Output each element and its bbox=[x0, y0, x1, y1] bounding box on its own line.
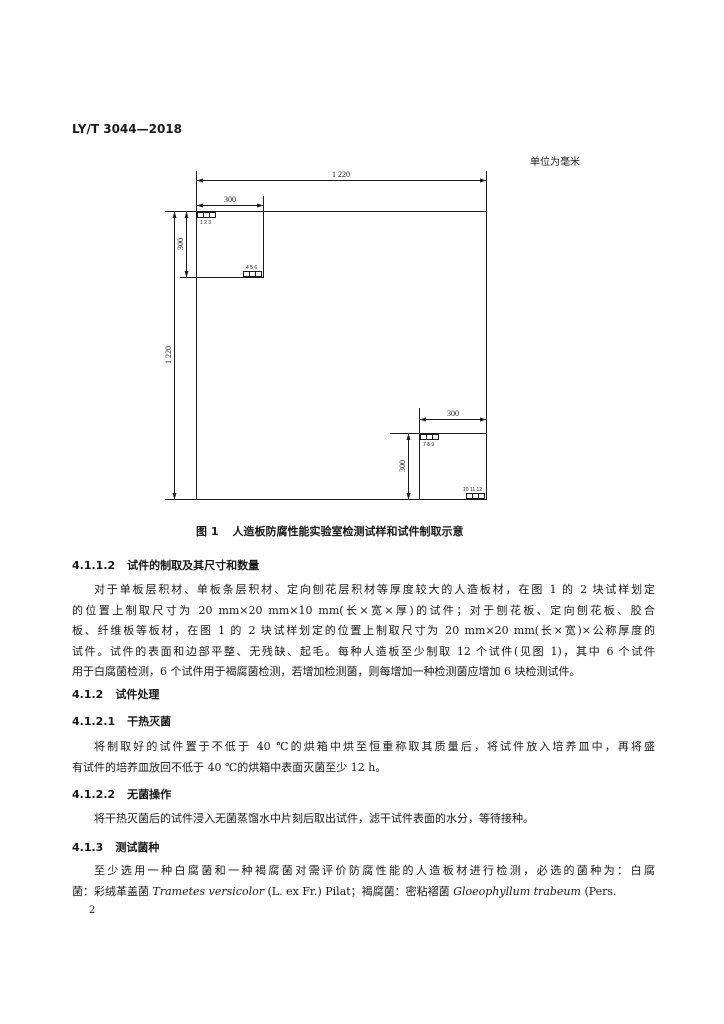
overall-height-label: 1 220 bbox=[164, 346, 173, 364]
block-top-left bbox=[196, 211, 264, 278]
paragraph-line: 的位置上制取尺寸为 20 mm×20 mm×10 mm(长×宽×厚)的试件；对于… bbox=[72, 603, 655, 617]
paragraph-line: 对于单板层积材、单板条层积材、定向刨花层积材等厚度较大的人造板材，在图 1 的 … bbox=[94, 583, 655, 596]
block-height-label-right: 300 bbox=[398, 460, 407, 472]
paragraph-line: 试件。试件的表面和边部平整、无残缺、起毛。每种人造板至少制取 12 个试件(见图… bbox=[72, 644, 655, 658]
paragraph-line: 有试件的培养皿放回不低于 40 ℃的烘箱中表面灭菌至少 12 h。 bbox=[72, 760, 387, 774]
paragraph-4-1-1-2: 对于单板层积材、单板条层积材、定向刨花层积材等厚度较大的人造板材，在图 1 的 … bbox=[72, 580, 655, 683]
specimen-label-1-3: 1 2 3 bbox=[200, 220, 211, 226]
specimen-label-4-6: 4 5 6 bbox=[246, 265, 257, 271]
standard-code: LY/T 3044—2018 bbox=[72, 122, 183, 136]
paragraph-4-1-2-2: 将干热灭菌后的试件浸入无菌蒸馏水中片刻后取出试件，滤干试件表面的水分，等待接种。 bbox=[72, 809, 655, 830]
figure-caption-text: 人造板防腐性能实验室检测试样和试件制取示意 bbox=[232, 525, 464, 538]
specimens-1-3 bbox=[197, 212, 216, 218]
overall-width-label: 1 220 bbox=[332, 170, 350, 179]
unit-note: 单位为毫米 bbox=[530, 157, 580, 168]
block-height-label-left: 300 bbox=[176, 238, 185, 250]
page-number: 2 bbox=[89, 905, 96, 916]
paragraph-line: 将干热灭菌后的试件浸入无菌蒸馏水中片刻后取出试件，滤干试件表面的水分，等待接种。 bbox=[94, 812, 534, 825]
specimens-7-9 bbox=[420, 434, 439, 440]
specimens-10-12 bbox=[466, 493, 485, 499]
specimen-label-10-12: 10 11 12 bbox=[463, 487, 482, 493]
specimen-label-7-9: 7 8 9 bbox=[423, 442, 434, 448]
block-width-label-top: 300 bbox=[224, 195, 236, 204]
species-name-trametes: Trametes versicolor bbox=[152, 884, 265, 898]
paragraph-line: 用于白腐菌检测，6 个试件用于褐腐菌检测，若增加检测菌，则每增加一种检测菌应增加… bbox=[72, 665, 581, 678]
specimens-4-6 bbox=[243, 271, 262, 277]
paragraph-4-1-2-1: 将制取好的试件置于不低于 40 ℃的烘箱中烘至恒重称取其质量后，将试件放入培养皿… bbox=[72, 737, 655, 778]
paragraph-line: 将制取好的试件置于不低于 40 ℃的烘箱中烘至恒重称取其质量后，将试件放入培养皿… bbox=[94, 740, 655, 753]
panel-outline bbox=[196, 211, 487, 500]
figure-caption: 图 1 人造板防腐性能实验室检测试样和试件制取示意 bbox=[196, 523, 463, 539]
paragraph-line: 至少选用一种白腐菌和一种褐腐菌对需评价防腐性能的人造板材进行检测，必选的菌种为：… bbox=[94, 864, 655, 877]
paragraph-line: 菌：彩绒革盖菌 Trametes versicolor (L. ex Fr.) … bbox=[72, 884, 617, 898]
specimen-cutting-diagram: 1 220 300 300 1 220 300 300 1 2 3 4 5 6 … bbox=[164, 170, 487, 500]
figure-number: 图 1 bbox=[196, 525, 219, 538]
paragraph-4-1-3: 至少选用一种白腐菌和一种褐腐菌对需评价防腐性能的人造板材进行检测，必选的菌种为：… bbox=[72, 861, 655, 902]
species-name-gloeophyllum: Gloeophyllum trabeum bbox=[453, 884, 581, 898]
block-bottom-right bbox=[419, 433, 487, 500]
paragraph-line: 板、纤维板等板材，在图 1 的 2 块试样划定的位置上制取尺寸为 20 mm×2… bbox=[72, 624, 655, 637]
block-width-label-bottom: 300 bbox=[447, 409, 459, 418]
